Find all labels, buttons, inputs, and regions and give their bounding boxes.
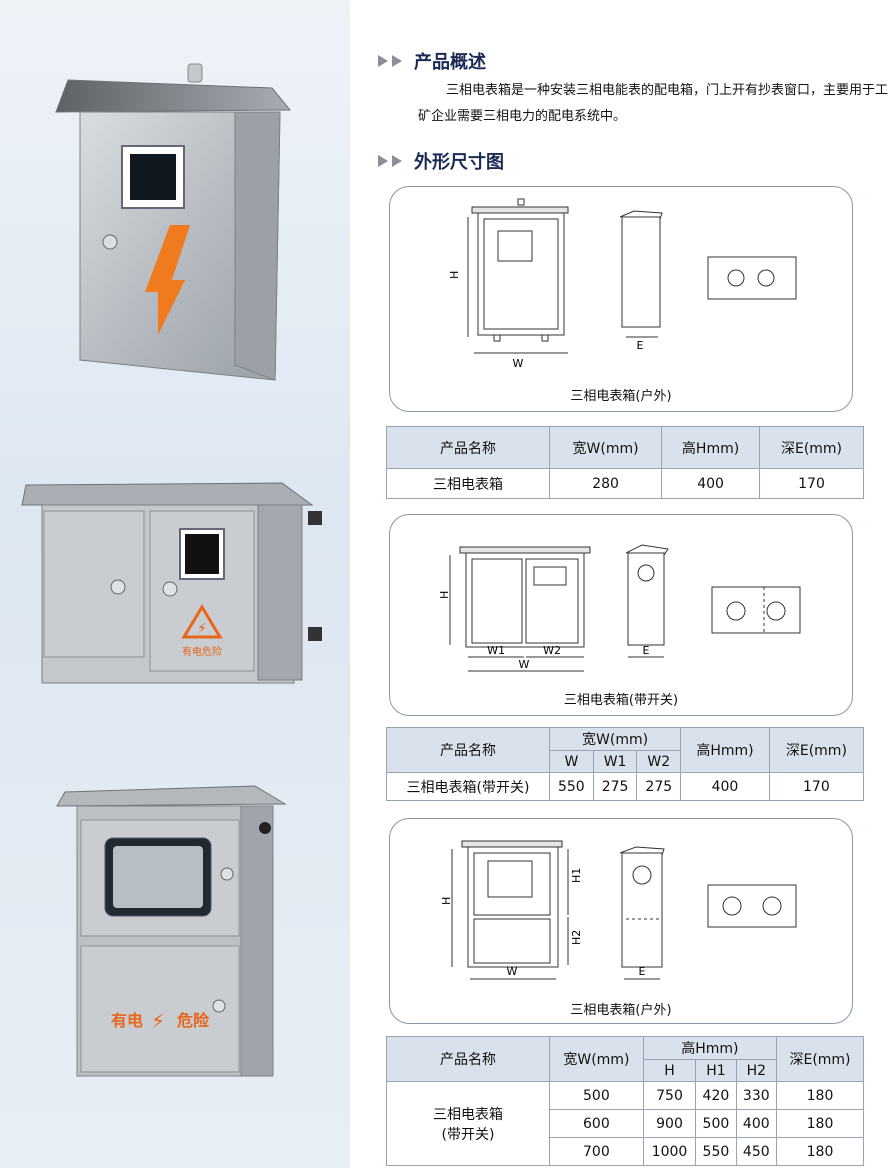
overview-text: 三相电表箱是一种安装三相电能表的配电箱，门上开有抄表窗口，主要用于工矿企业需要三… xyxy=(418,83,889,124)
product-name-line1: 三相电表箱 xyxy=(433,1106,503,1123)
col-h: H xyxy=(642,1059,697,1082)
spec-table-two-compartment: 产品名称 宽W(mm) 高Hmm) 深E(mm) H H1 H2 三相电表箱 (… xyxy=(386,1036,865,1166)
cell: 500 xyxy=(695,1109,737,1138)
cell: 275 xyxy=(636,772,682,801)
dim-label-W1: W1 xyxy=(487,644,505,657)
table-row: 三相电表箱 (带开关) 500 750 420 330 180 xyxy=(386,1081,865,1166)
cell: 450 xyxy=(735,1137,777,1166)
cell: 750 xyxy=(642,1081,697,1110)
col-width-group: 宽W(mm) xyxy=(548,727,682,751)
dim-label-H: H xyxy=(448,271,461,279)
product-name-line2: (带开关) xyxy=(441,1126,495,1143)
overview-title: 产品概述 xyxy=(414,52,486,73)
dim-label-W2: W2 xyxy=(543,644,561,657)
cell: 900 xyxy=(642,1109,697,1138)
cell: 275 xyxy=(592,772,638,801)
warning-triangle-icon xyxy=(181,604,223,639)
cell: 700 xyxy=(549,1137,644,1166)
svg-text:⚡: ⚡ xyxy=(197,621,207,637)
dim-label-H: H xyxy=(438,591,451,599)
lightning-bolt-icon xyxy=(145,225,190,335)
photo3-warning-right: 危险 xyxy=(177,1011,210,1030)
arrow-bullet-icon xyxy=(378,151,406,172)
cell: 170 xyxy=(758,468,865,499)
col-depth: 深E(mm) xyxy=(768,727,865,773)
dim-label-E: E xyxy=(643,644,650,657)
col-w: W xyxy=(549,750,594,773)
photo3-warning-left: 有电 xyxy=(111,1011,143,1030)
col-name: 产品名称 xyxy=(386,426,550,469)
diagram-outdoor-two-compartment: H H1 H2 W E 三相电表箱(户外) xyxy=(389,818,853,1024)
diagram-caption: 三相电表箱(带开关) xyxy=(563,693,679,708)
cell: 180 xyxy=(775,1109,865,1138)
cell: 550 xyxy=(549,772,594,801)
cell: 1000 xyxy=(642,1137,697,1166)
cell: 330 xyxy=(735,1081,777,1110)
col-depth: 深E(mm) xyxy=(775,1036,865,1082)
spec-table-outdoor: 产品名称 宽W(mm) 高Hmm) 深E(mm) 三相电表箱 280 400 1… xyxy=(386,426,865,499)
col-w1: W1 xyxy=(592,750,638,773)
col-w2: W2 xyxy=(636,750,682,773)
col-name: 产品名称 xyxy=(386,1036,550,1082)
col-height: 高Hmm) xyxy=(680,727,770,773)
cell: 400 xyxy=(680,772,770,801)
diagram-caption: 三相电表箱(户外) xyxy=(570,1003,672,1018)
spec-table-switch: 产品名称 宽W(mm) 高Hmm) 深E(mm) W W1 W2 三相电表箱(带… xyxy=(386,727,865,801)
diagram-caption: 三相电表箱(户外) xyxy=(570,389,672,404)
col-name: 产品名称 xyxy=(386,727,550,773)
lightning-icon: ⚡ xyxy=(151,1009,165,1033)
col-h1: H1 xyxy=(695,1059,737,1082)
arrow-bullet-icon xyxy=(378,51,406,72)
diagram-switch: H W1 W2 W E 三相电表箱(带开关) xyxy=(389,514,853,716)
cell: 420 xyxy=(695,1081,737,1110)
table-row: 700 1000 550 450 180 xyxy=(387,1137,865,1166)
dim-label-H2: H2 xyxy=(570,930,583,945)
col-depth: 深E(mm) xyxy=(758,426,865,469)
dim-label-W: W xyxy=(507,965,518,978)
cell: 三相电表箱 xyxy=(386,468,550,499)
cell: 170 xyxy=(768,772,865,801)
product-name-cell: 三相电表箱 (带开关) xyxy=(386,1081,550,1166)
dim-label-E: E xyxy=(637,339,644,352)
cell: 600 xyxy=(549,1109,644,1138)
diagram-outdoor: H W E 三相电表箱(户外) xyxy=(389,186,853,412)
cell: 280 xyxy=(548,468,663,499)
col-width: 宽W(mm) xyxy=(549,1036,644,1082)
dim-label-W: W xyxy=(519,658,530,671)
cell: 三相电表箱(带开关) xyxy=(386,772,550,801)
product-photo-two-compartment: 有电 ⚡ 危险 xyxy=(56,785,287,1077)
dim-label-E: E xyxy=(639,965,646,978)
dim-label-H: H xyxy=(440,897,453,905)
cell: 180 xyxy=(775,1137,865,1166)
cell: 400 xyxy=(735,1109,777,1138)
dim-label-H1: H1 xyxy=(570,868,583,883)
product-photo-outdoor xyxy=(55,63,292,381)
left-photo-panel: ⚡ 有电危险 有电 ⚡ 危险 xyxy=(0,0,350,1168)
dimensions-heading: 外形尺寸图 xyxy=(378,148,504,174)
cell: 550 xyxy=(695,1137,737,1166)
cell: 500 xyxy=(549,1081,644,1110)
col-h2: H2 xyxy=(735,1059,777,1082)
col-height: 高Hmm) xyxy=(661,426,760,469)
table-row: 600 900 500 400 180 xyxy=(387,1109,865,1138)
dimensions-title: 外形尺寸图 xyxy=(414,152,504,173)
col-width: 宽W(mm) xyxy=(548,426,663,469)
product-photo-switch: ⚡ 有电危险 xyxy=(21,482,322,684)
photo2-warning-text: 有电危险 xyxy=(182,645,222,658)
cell: 180 xyxy=(775,1081,865,1110)
dim-label-W: W xyxy=(513,357,524,370)
overview-heading: 产品概述 xyxy=(378,48,486,74)
col-height-group: 高Hmm) xyxy=(642,1036,777,1060)
cell: 400 xyxy=(661,468,760,499)
